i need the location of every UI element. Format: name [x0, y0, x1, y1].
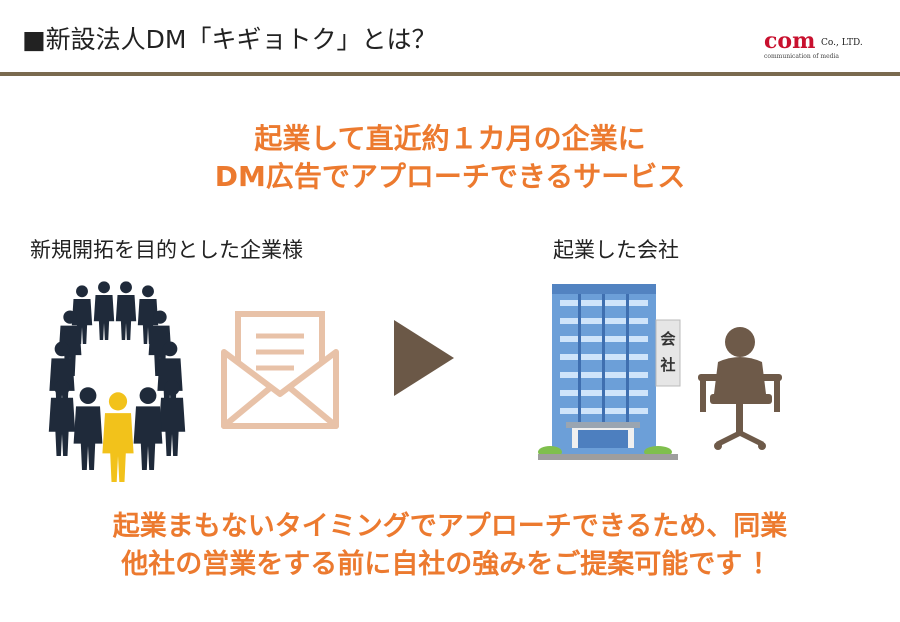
slide-header: ■新設法人DM「キギョトク」とは？ com Co., LTD. communic… — [0, 0, 900, 72]
left-caption: 新規開拓を目的とした企業様 — [30, 238, 303, 262]
company-logo: com Co., LTD. communication of media — [764, 30, 874, 66]
envelope-icon — [221, 311, 339, 429]
arrow-right-icon — [394, 320, 454, 396]
seated-person-icon — [698, 327, 782, 450]
logo-suffix-text: Co., LTD. — [821, 38, 863, 48]
people-group-icon — [48, 281, 186, 482]
office-building-icon: 会 社 — [538, 284, 681, 460]
header-divider — [0, 72, 900, 76]
headline-line-1: 起業して直近約１カ月の企業に — [254, 122, 646, 155]
benefit-message: 起業まもないタイミングでアプローチできるため、同業 他社の営業をする前に自社の強… — [0, 508, 900, 584]
slide-title: ■新設法人DM「キギョトク」とは？ — [22, 25, 437, 54]
building-sign-char-1: 会 — [660, 330, 675, 348]
logo-tagline: communication of media — [764, 53, 839, 60]
headline-line-2: DM広告でアプローチできるサービス — [214, 160, 686, 193]
service-headline: 起業して直近約１カ月の企業に DM広告でアプローチできるサービス — [0, 120, 900, 196]
right-caption: 起業した会社 — [553, 238, 679, 262]
logo-main-text: com — [764, 28, 816, 54]
benefit-line-2: 他社の営業をする前に自社の強みをご提案可能です ！ — [121, 549, 779, 580]
benefit-line-1: 起業まもないタイミングでアプローチできるため、同業 — [112, 511, 788, 542]
building-sign-char-2: 社 — [659, 356, 675, 374]
